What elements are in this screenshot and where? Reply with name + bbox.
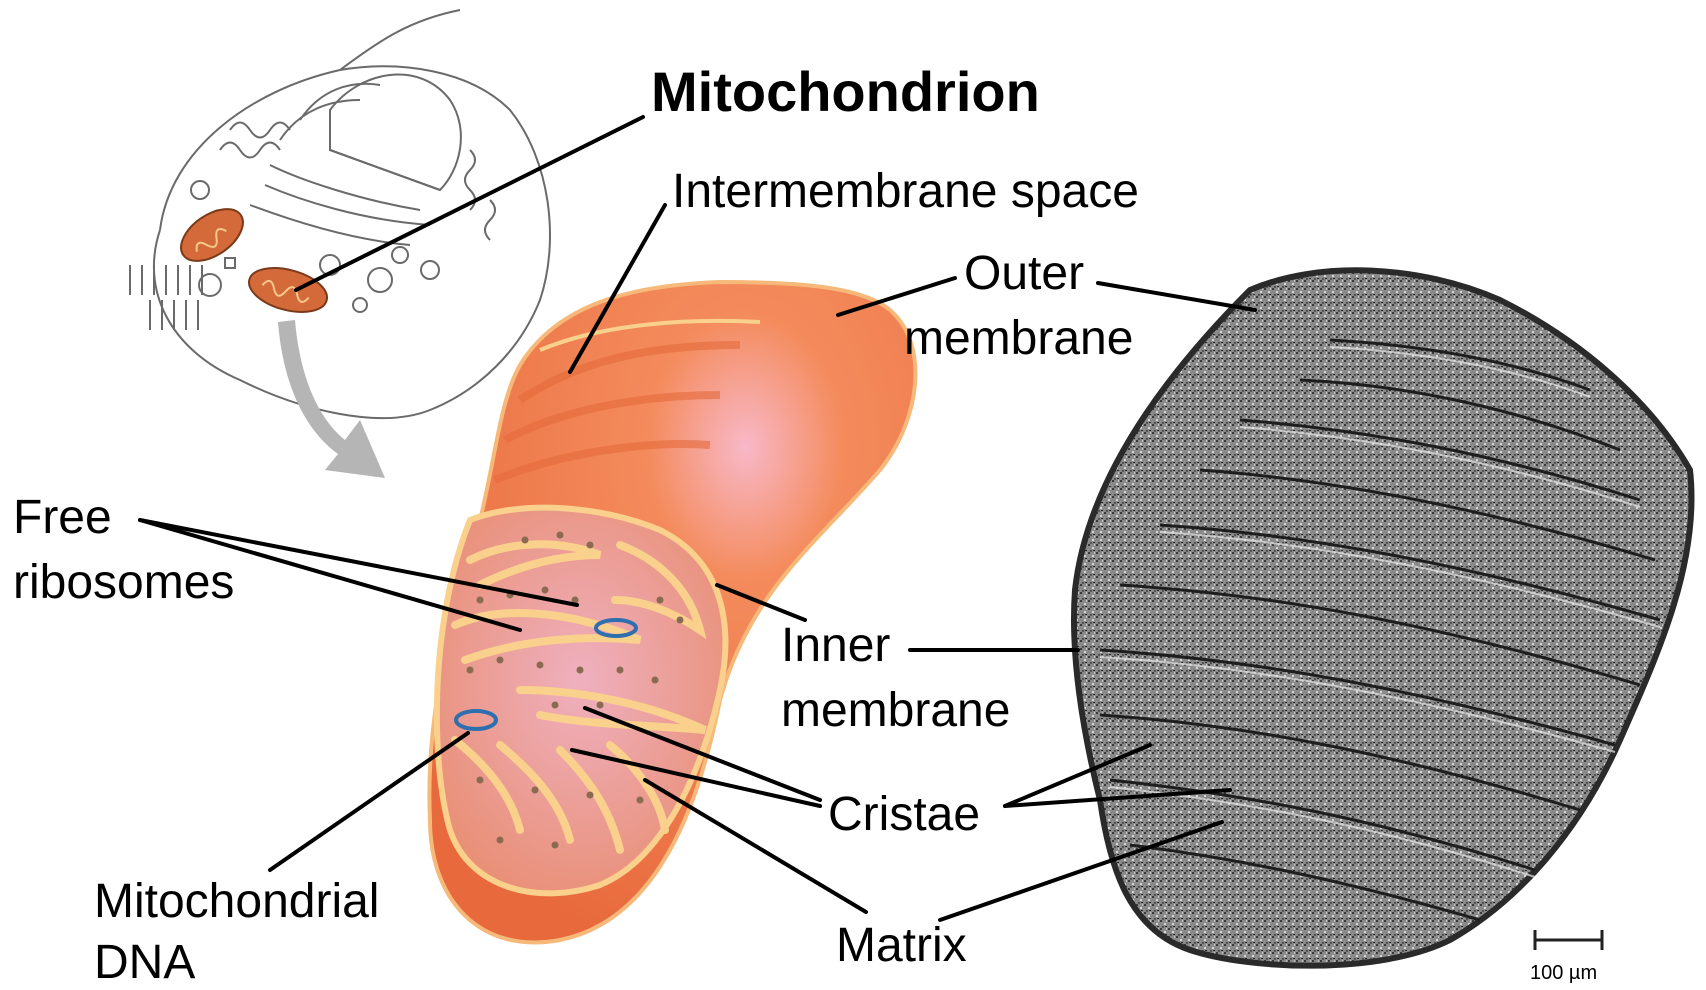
label-inner-membrane-line2: membrane xyxy=(781,683,1010,738)
label-outer-membrane-line1: Outer xyxy=(964,246,1084,301)
label-outer-membrane-line2: membrane xyxy=(904,311,1133,366)
label-inner-membrane-line1: Inner xyxy=(781,618,890,673)
scale-bar-label: 100 µm xyxy=(1530,962,1597,984)
mitochondrion-illustration xyxy=(429,282,915,942)
cell-outline-illustration xyxy=(130,10,550,418)
label-intermembrane-space: Intermembrane space xyxy=(672,164,1139,219)
curved-arrow-icon xyxy=(278,320,385,478)
label-free-ribosomes-line1: Free xyxy=(13,490,112,545)
label-mitochondrial-dna-line2: DNA xyxy=(94,935,195,990)
diagram-title: Mitochondrion xyxy=(651,60,1040,124)
cell-mitochondrion-icon xyxy=(172,199,332,320)
electron-micrograph-image xyxy=(1074,270,1692,965)
label-mitochondrial-dna-line1: Mitochondrial xyxy=(94,874,379,929)
scale-bar xyxy=(1535,930,1602,950)
label-matrix: Matrix xyxy=(836,918,967,973)
label-cristae: Cristae xyxy=(828,787,980,842)
label-free-ribosomes-line2: ribosomes xyxy=(13,555,234,610)
